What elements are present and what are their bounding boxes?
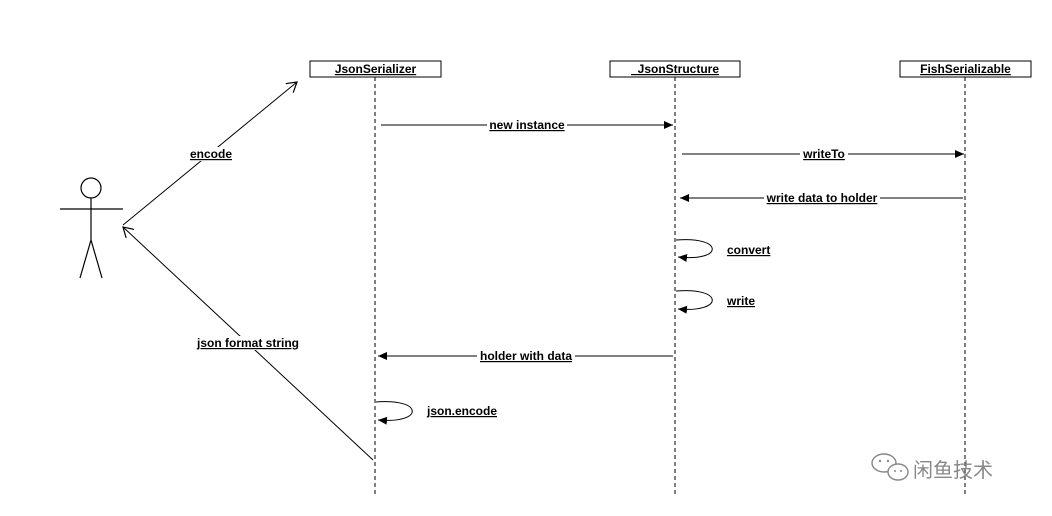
message-label: write data to holder <box>766 191 878 205</box>
message-encode: encode <box>122 82 297 226</box>
participant-jsonserializer: JsonSerializer <box>309 60 442 78</box>
message-write: write <box>675 290 755 314</box>
participant-fishserializable: FishSerializable <box>899 60 1032 78</box>
participant-jsonstructure: _JsonStructure <box>609 60 741 78</box>
message-write-to: writeTo <box>682 147 964 161</box>
message-convert: convert <box>675 239 770 262</box>
participant-label: JsonSerializer <box>335 62 417 76</box>
message-label: new instance <box>489 118 565 132</box>
message-label: convert <box>727 243 770 257</box>
watermark: 闲鱼技术 <box>871 453 993 482</box>
participant-label: _JsonStructure <box>630 62 719 76</box>
message-label: encode <box>190 147 232 161</box>
message-write-data-to-holder: write data to holder <box>680 191 963 205</box>
message-label: holder with data <box>480 349 572 363</box>
message-label: json.encode <box>426 404 497 418</box>
message-label: json format string <box>196 336 299 350</box>
wechat-icon <box>871 453 909 481</box>
watermark-text: 闲鱼技术 <box>913 458 993 482</box>
message-json-format-string: json format string <box>123 227 374 461</box>
participant-label: FishSerializable <box>920 62 1011 76</box>
message-holder-with-data: holder with data <box>378 349 673 363</box>
message-json-encode: json.encode <box>375 401 497 425</box>
message-label: write <box>726 294 755 308</box>
actor-figure <box>60 177 123 279</box>
message-label: writeTo <box>802 147 845 161</box>
message-new-instance: new instance <box>381 118 673 132</box>
